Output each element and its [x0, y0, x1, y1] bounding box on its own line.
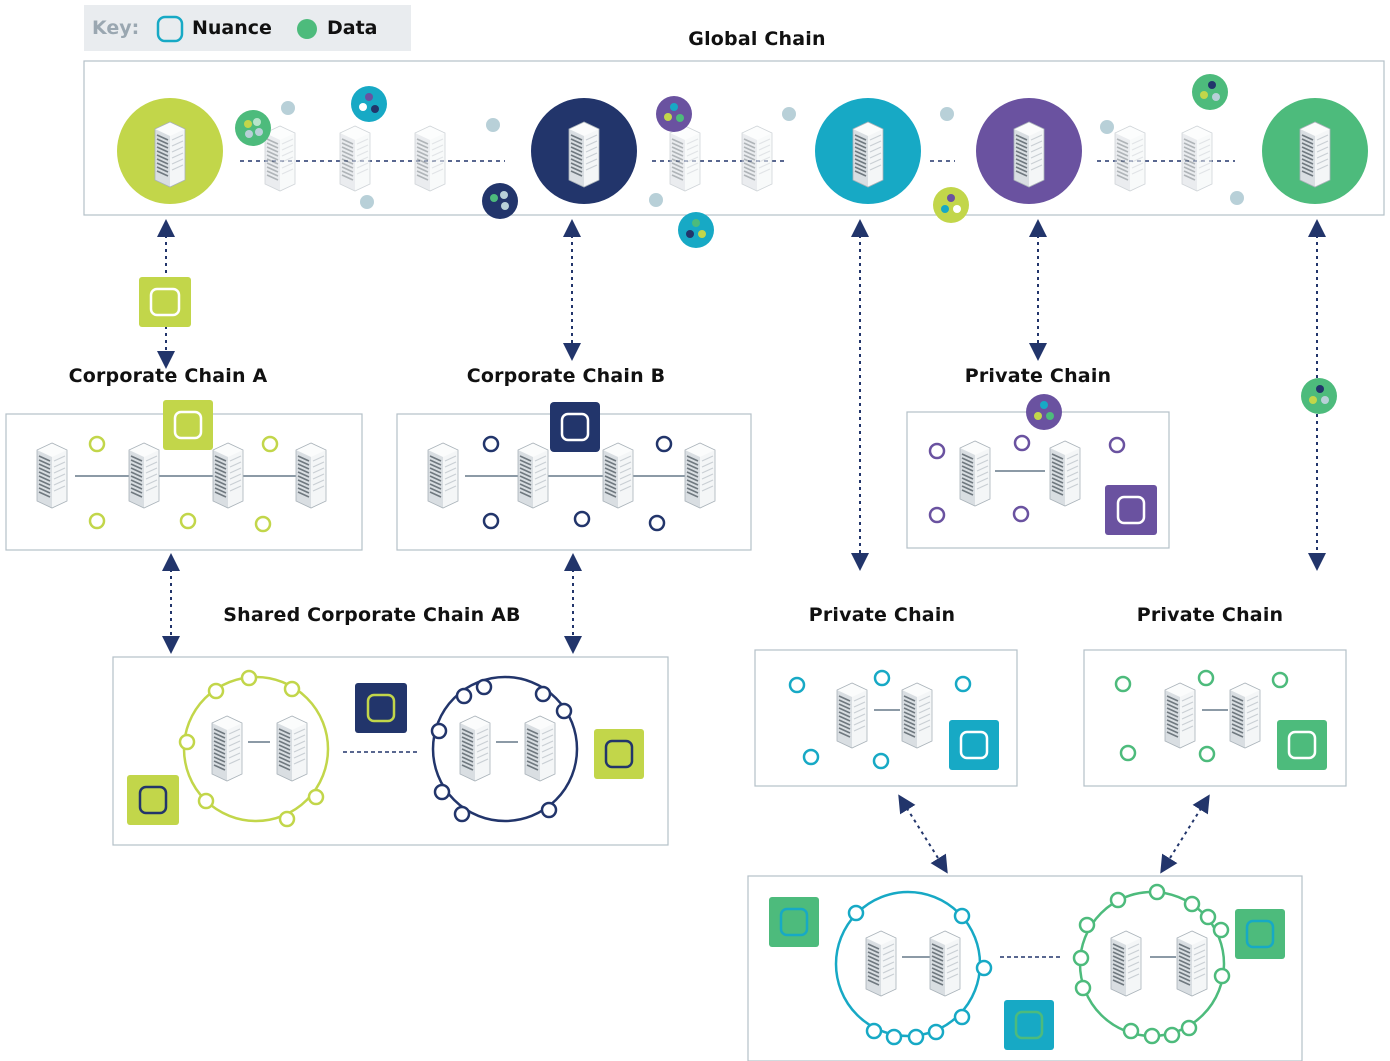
nuance-icon — [949, 720, 999, 770]
global-chain-nodes — [117, 98, 1368, 204]
chain-boxes — [5, 60, 1385, 1061]
pale-dots — [281, 101, 1244, 209]
nuance-icon — [139, 277, 191, 327]
nuance-icon — [594, 729, 644, 779]
private-chain-right-title: Private Chain — [1136, 604, 1284, 626]
nuance-icon — [355, 683, 407, 733]
nuance-icon — [127, 775, 179, 825]
private-chain-top-content — [928, 434, 1126, 524]
nuance-icon — [550, 402, 600, 452]
key-nuance-label: Nuance — [192, 17, 272, 39]
nuance-key-icon — [156, 15, 184, 43]
data-packet-icon — [351, 86, 387, 122]
corporate-chain-a-title: Corporate Chain A — [68, 365, 268, 387]
key-data-label: Data — [327, 17, 378, 39]
data-packet-icon — [1026, 394, 1062, 430]
corporate-chain-a-content — [36, 435, 327, 533]
data-packet-icon — [482, 183, 518, 219]
data-key-icon — [297, 19, 317, 39]
data-packets — [235, 74, 1337, 430]
data-packet-icon — [656, 96, 692, 132]
nuance-icon — [1235, 909, 1285, 959]
global-chain-box — [83, 60, 1385, 216]
corporate-chain-b-content — [427, 435, 716, 532]
private-chain-right-content — [1114, 669, 1289, 763]
nuance-icon — [163, 400, 213, 450]
shared-corporate-chain-title: Shared Corporate Chain AB — [223, 604, 521, 626]
nuance-icon — [769, 897, 819, 947]
global-chain-title: Global Chain — [688, 28, 826, 50]
nuance-icon — [1277, 720, 1327, 770]
data-packet-icon — [678, 212, 714, 248]
private-chain-top-title: Private Chain — [964, 365, 1112, 387]
shared-corporate-chain-content — [178, 669, 579, 828]
corporate-chain-b-title: Corporate Chain B — [466, 365, 666, 387]
nuance-icon — [1004, 1000, 1054, 1050]
key-title: Key: — [92, 17, 140, 39]
data-packet-icon — [1192, 74, 1228, 110]
data-packet-icon — [1301, 378, 1337, 414]
data-packet-icon — [933, 187, 969, 223]
data-packet-icon — [235, 110, 271, 146]
shared-private-chain-content — [834, 883, 1231, 1046]
key-legend: Key: Nuance Data — [84, 5, 411, 51]
nuance-icon — [1105, 485, 1157, 535]
private-chain-left-content — [788, 669, 972, 770]
nuance-squares — [127, 277, 1327, 1050]
private-chain-left-title: Private Chain — [808, 604, 956, 626]
